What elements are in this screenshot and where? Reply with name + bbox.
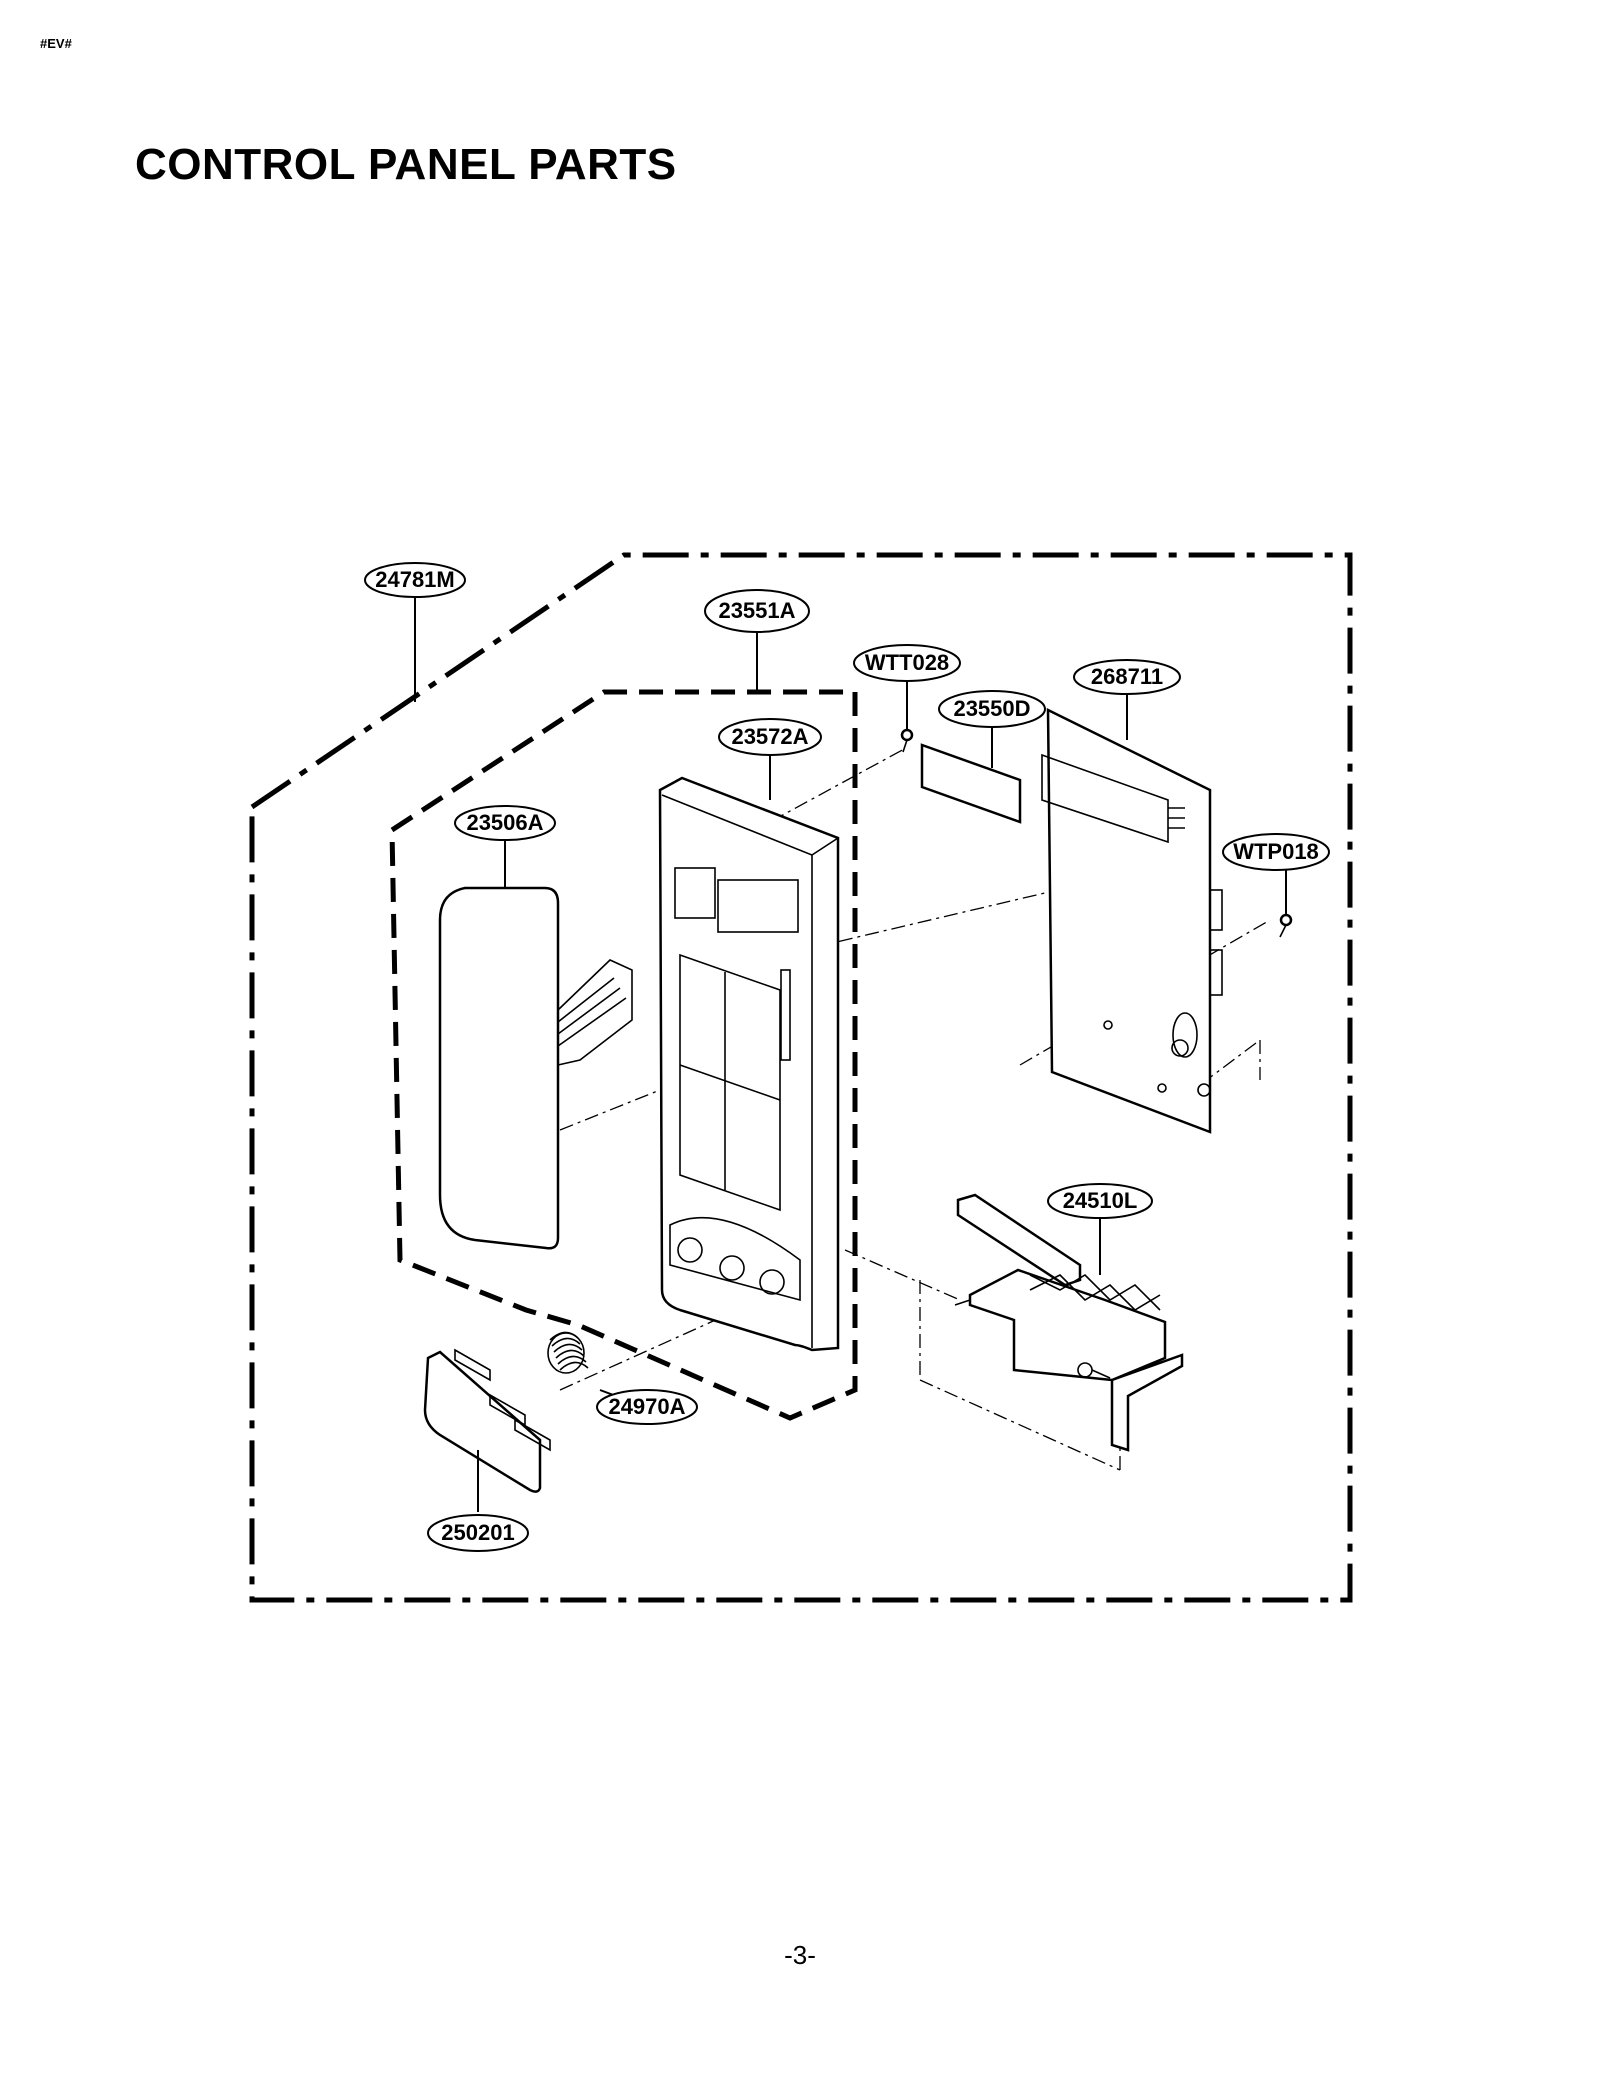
label-text-23572A: 23572A	[731, 724, 808, 749]
label-text-250201: 250201	[441, 1520, 514, 1545]
door-button-part	[423, 1348, 551, 1493]
label-text-23506A: 23506A	[466, 810, 543, 835]
latch-lever-part	[954, 1193, 1184, 1452]
gasket-strip-part	[920, 743, 1022, 824]
label-text-24781M: 24781M	[375, 567, 455, 592]
label-24510L: 24510L	[1047, 1183, 1153, 1219]
membrane-sheet-part	[438, 886, 633, 1250]
spring-part	[547, 1331, 589, 1374]
page-number: -3-	[784, 1940, 816, 1970]
header-code: #EV#	[40, 36, 72, 51]
label-WTP018: WTP018	[1222, 833, 1330, 871]
screw-wtt028-part	[900, 728, 914, 753]
label-23572A: 23572A	[718, 718, 822, 756]
label-24970A: 24970A	[596, 1389, 698, 1425]
label-WTT028: WTT028	[853, 644, 961, 682]
label-text-WTP018: WTP018	[1233, 839, 1319, 864]
label-24781M: 24781M	[364, 562, 466, 598]
inner-subassembly-boundary	[389, 689, 858, 1421]
label-text-23550D: 23550D	[953, 696, 1030, 721]
screw-wtp018-part	[1279, 913, 1293, 938]
label-23506A: 23506A	[454, 805, 556, 841]
page-title: CONTROL PANEL PARTS	[135, 140, 677, 189]
label-250201: 250201	[427, 1514, 529, 1552]
pcb-part	[1041, 707, 1223, 1134]
label-text-268711: 268711	[1091, 664, 1163, 689]
label-text-23551A: 23551A	[718, 598, 795, 623]
label-268711: 268711	[1073, 659, 1181, 695]
label-text-24970A: 24970A	[608, 1394, 685, 1419]
label-text-24510L: 24510L	[1063, 1188, 1138, 1213]
label-23551A: 23551A	[704, 589, 810, 633]
control-panel-frame-part	[658, 776, 840, 1352]
label-23550D: 23550D	[938, 690, 1046, 728]
label-text-WTT028: WTT028	[865, 650, 949, 675]
leader-lines	[414, 595, 1287, 1512]
outer-assembly-boundary	[249, 552, 1353, 1603]
